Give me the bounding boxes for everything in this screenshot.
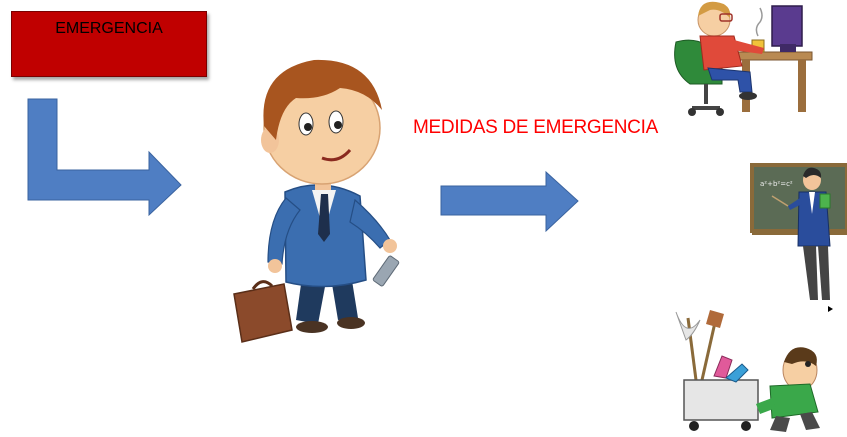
emergency-label: EMERGENCIA xyxy=(55,20,163,37)
emergency-box: EMERGENCIA xyxy=(11,11,207,77)
measures-label: MEDIDAS DE EMERGENCIA xyxy=(413,117,658,138)
chalkboard-text: a²+b²=c² xyxy=(760,180,793,188)
